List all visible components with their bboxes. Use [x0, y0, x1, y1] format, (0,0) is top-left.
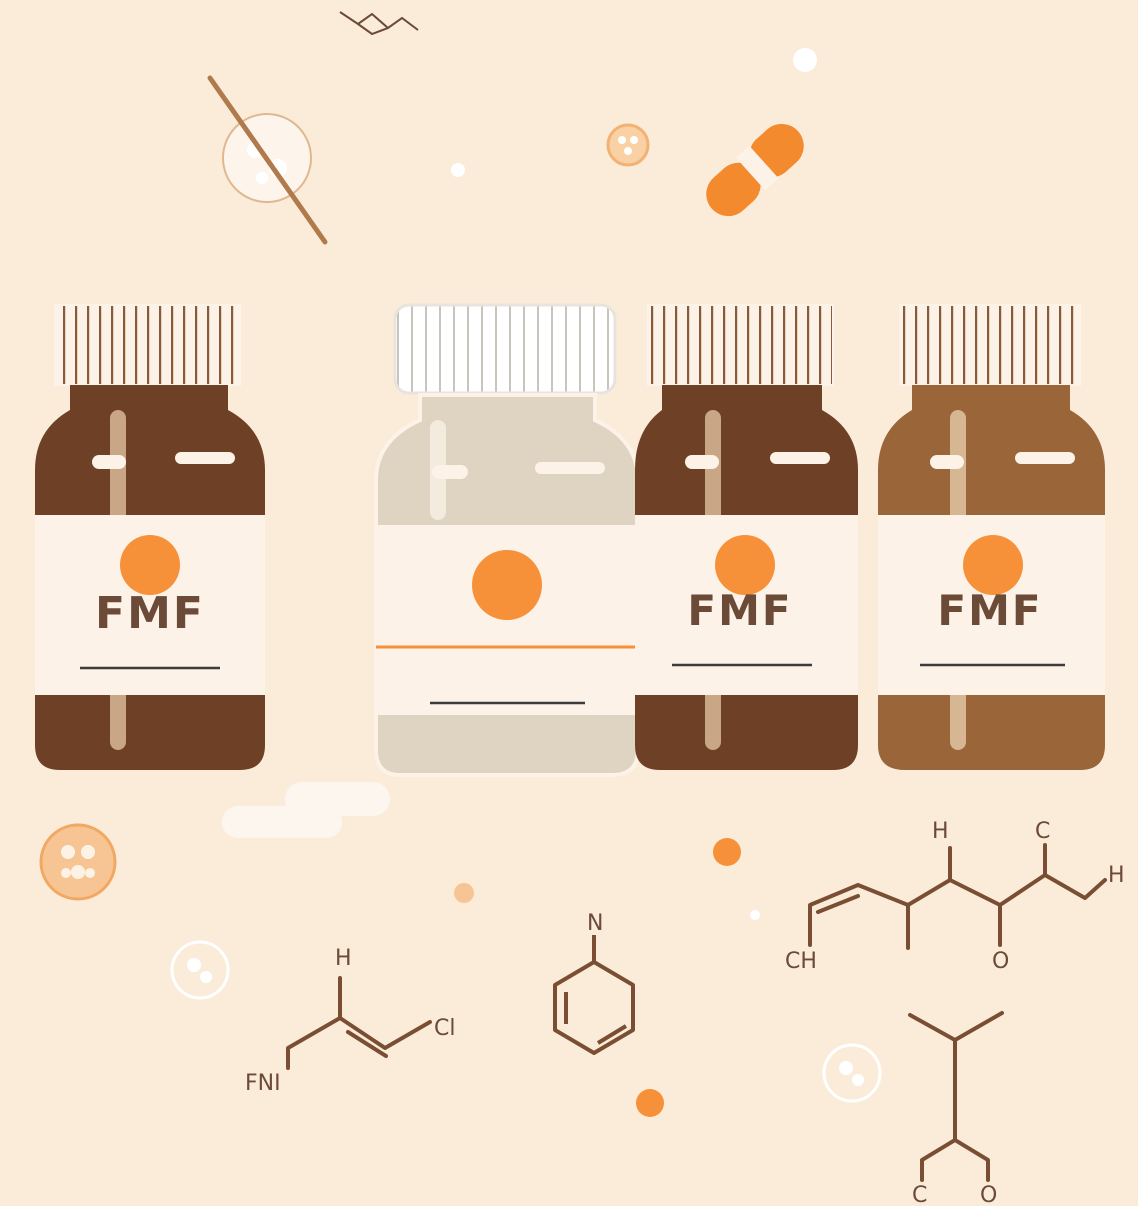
orange-dot	[713, 838, 741, 866]
label-dot	[715, 535, 775, 595]
bottle-cap	[55, 305, 240, 385]
bottle-label-text: FMF	[937, 586, 1042, 635]
bottle-label-text: FMF	[687, 586, 792, 635]
label-dot	[472, 550, 542, 620]
atom-label: Cl	[434, 1016, 455, 1041]
sparkle-dot	[750, 910, 760, 920]
bottle-label-text: FMF	[95, 588, 205, 639]
bubble-icon	[822, 1043, 882, 1103]
bottle-cap	[648, 305, 833, 385]
atom-label: C	[1035, 819, 1050, 844]
bottle-3: FMF	[635, 304, 858, 770]
orange-slice-icon	[606, 123, 650, 167]
label-dot	[120, 535, 180, 595]
atom-label: O	[980, 1183, 997, 1206]
pill-capsule-icon	[706, 123, 804, 217]
bottle-4: FMF	[878, 304, 1105, 770]
orange-dot	[454, 883, 474, 903]
atom-label: C	[912, 1183, 927, 1206]
atom-label: FNI	[245, 1071, 281, 1096]
atom-label: O	[992, 949, 1009, 974]
cloud-shape	[222, 782, 390, 838]
label-dot	[963, 535, 1023, 595]
molecule-ring	[553, 935, 635, 1055]
top-molecule-icon	[339, 11, 419, 36]
bottle-2	[374, 303, 640, 777]
bubble-icon	[170, 940, 230, 1000]
atom-label: N	[587, 911, 603, 936]
molecule-branch	[908, 1011, 1004, 1182]
bottle-cap	[395, 305, 615, 393]
bottle-cap	[900, 305, 1080, 385]
bottle-1: FMF	[35, 304, 265, 770]
atom-label: CH	[785, 949, 817, 974]
sparkle-dot	[793, 48, 817, 72]
orange-dot	[636, 1089, 664, 1117]
molecule-chain	[808, 843, 1107, 950]
atom-label: H	[932, 819, 949, 844]
sparkle-dot	[451, 163, 465, 177]
microscope-slide-icon	[207, 75, 328, 245]
atom-label: H	[335, 946, 352, 971]
molecule-left	[286, 976, 432, 1070]
orange-slice-icon	[39, 823, 117, 901]
atom-label: H	[1108, 863, 1125, 888]
